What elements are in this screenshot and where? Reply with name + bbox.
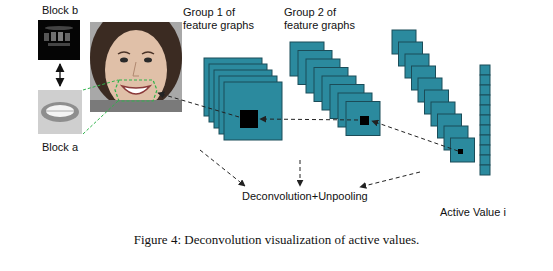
selection-region: [115, 80, 157, 101]
feature-map: [346, 102, 380, 136]
operation-label: Deconvolution+Unpooling: [242, 190, 368, 203]
active-unit: [240, 110, 258, 128]
leader-line: [83, 80, 118, 90]
feature-stacks: [204, 30, 490, 175]
feature-map-stack: [290, 42, 380, 136]
feature-map-stack: [204, 58, 282, 140]
group-label: Group 1 of feature graphs: [183, 6, 265, 32]
feature-map: [451, 138, 475, 162]
fc-unit: [480, 75, 490, 85]
fc-unit: [480, 155, 490, 165]
fc-unit: [480, 65, 490, 75]
fc-unit: [480, 115, 490, 125]
fc-unit: [480, 105, 490, 115]
active-value-label: Active Value i: [440, 206, 506, 219]
active-unit: [360, 116, 369, 125]
figure-caption: Figure 4: Deconvolution visualization of…: [0, 232, 553, 247]
feature-map-stack: [392, 30, 475, 162]
face-photo: [90, 22, 182, 112]
fc-unit: [480, 125, 490, 135]
fc-unit: [480, 95, 490, 105]
image-block: Block b: [36, 4, 84, 62]
feature-map: [224, 82, 282, 140]
fc-unit: [480, 145, 490, 155]
fc-unit: [480, 165, 490, 175]
image-block: Block a: [36, 88, 84, 154]
group-label: Group 2 of feature graphs: [284, 6, 366, 32]
block-b-image: [38, 20, 80, 60]
block-a-image: [38, 90, 82, 134]
fc-unit: [480, 135, 490, 145]
block-label: Block a: [42, 141, 78, 154]
active-unit: [458, 149, 463, 154]
fc-vector: [480, 65, 490, 175]
deconv-arrows: [158, 93, 458, 187]
fc-unit: [480, 85, 490, 95]
double-arrow: [59, 64, 60, 86]
block-label: Block b: [42, 4, 78, 17]
leader-line: [83, 101, 118, 134]
